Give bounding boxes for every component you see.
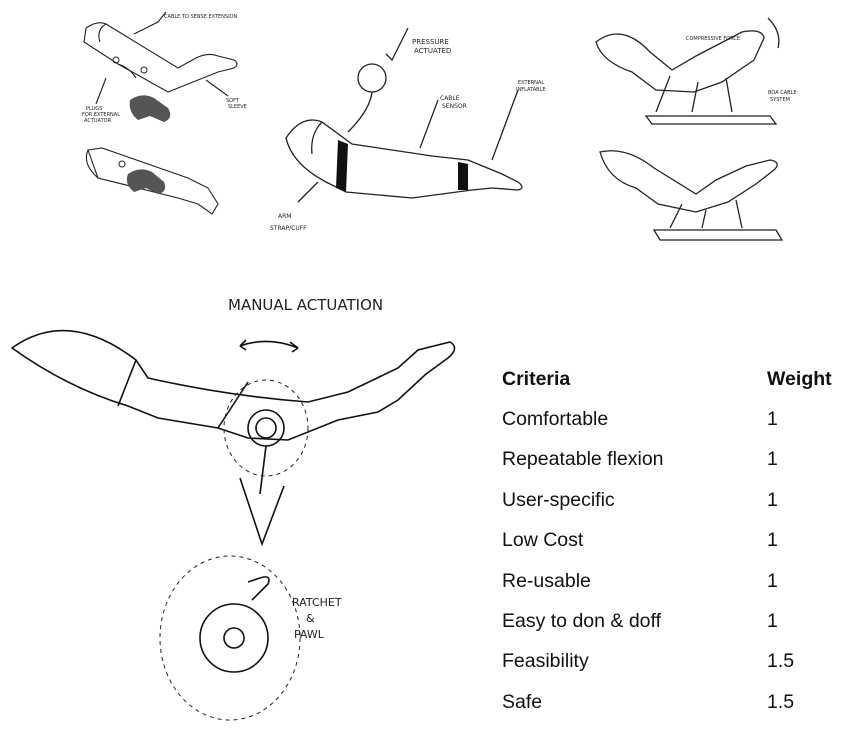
weight-cell: 1 (767, 448, 778, 470)
criteria-cell: Re-usable (502, 570, 591, 592)
label-ratchet: RATCHET (292, 596, 342, 609)
criteria-cell: Low Cost (502, 529, 584, 551)
label-compressive-force: COMPRESSIVE FORCE (686, 36, 740, 42)
weight-cell: 1.5 (767, 650, 795, 672)
label-strap-2: STRAP/CUFF (270, 225, 307, 232)
label-soft-1: SOFT (226, 98, 240, 104)
criteria-cell: Feasibility (502, 650, 589, 672)
sketch-soft-sleeve: CABLE TO SENSE EXTENSION PLUGS FOR EXTER… (78, 8, 258, 228)
sketch-manual-actuation: MANUAL ACTUATION RATCHET & PAWL (8, 288, 478, 724)
label-inflatable-1: EXTERNAL (518, 80, 544, 86)
label-plugs-1: PLUGS (86, 106, 102, 112)
criteria-header: Criteria (502, 368, 571, 390)
label-boa-2: SYSTEM (770, 97, 790, 103)
weight-cell: 1 (767, 610, 778, 632)
label-boa-1: BOA CABLE (768, 90, 797, 96)
title-manual-actuation: MANUAL ACTUATION (228, 296, 383, 314)
label-pressure-1: PRESSURE (412, 38, 449, 46)
label-plugs-3: ACTUATOR (84, 118, 112, 124)
label-cable-sense: CABLE TO SENSE EXTENSION (164, 14, 237, 20)
criteria-cell: User-specific (502, 489, 615, 511)
criteria-cell: Safe (502, 691, 543, 713)
label-soft-2: SLEEVE (228, 104, 247, 110)
sketch-pressure-actuated: PRESSURE ACTUATED CABLE SENSOR EXTERNAL … (262, 14, 562, 240)
label-cable-sensor-2: SENSOR (442, 103, 467, 110)
weight-header: Weight (767, 368, 832, 390)
weight-cell: 1 (767, 489, 778, 511)
label-ampersand: & (306, 612, 315, 625)
weight-cell: 1.5 (767, 691, 795, 713)
weight-cell: 1 (767, 529, 778, 551)
criteria-cell: Repeatable flexion (502, 448, 664, 470)
label-strap-1: ARM (278, 213, 291, 220)
sketch-boa-cable-top: COMPRESSIVE FORCE BOA CABLE SYSTEM (592, 12, 814, 130)
weight-cell: 1 (767, 408, 778, 430)
label-pressure-2: ACTUATED (414, 47, 451, 55)
label-cable-sensor-1: CABLE (440, 95, 460, 102)
criteria-cell: Easy to don & doff (502, 610, 661, 632)
sketch-boa-cable-bottom (596, 140, 792, 252)
label-inflatable-2: INFLATABLE (516, 87, 546, 93)
weight-cell: 1 (767, 570, 778, 592)
label-plugs-2: FOR EXTERNAL (82, 112, 120, 118)
criteria-cell: Comfortable (502, 408, 609, 430)
label-pawl: PAWL (294, 628, 325, 641)
